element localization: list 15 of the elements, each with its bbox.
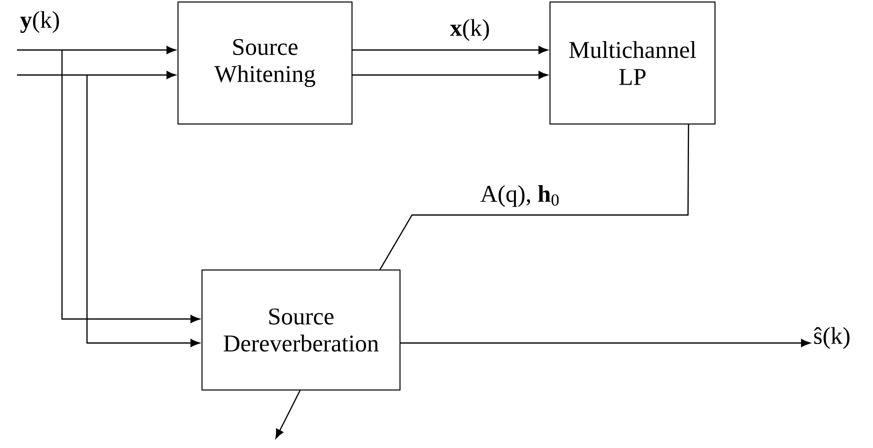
output-label: ŝ(k) [814,327,850,349]
arrow [86,75,200,348]
edge-label: x(k) [449,18,491,42]
arrow [17,46,176,54]
arrow [275,390,301,439]
arrow [352,46,548,54]
arrow [61,50,200,324]
arrow [400,339,810,348]
process-box: Source Whitening [178,2,352,124]
process-box: Source Dereverberation [202,270,400,390]
edge-label: A(q), h$_{0}$ [479,184,561,208]
process-box: Multichannel LP [550,2,716,124]
arrow [352,71,548,79]
edge-label: y(k) [19,10,61,34]
arrow [17,71,176,79]
